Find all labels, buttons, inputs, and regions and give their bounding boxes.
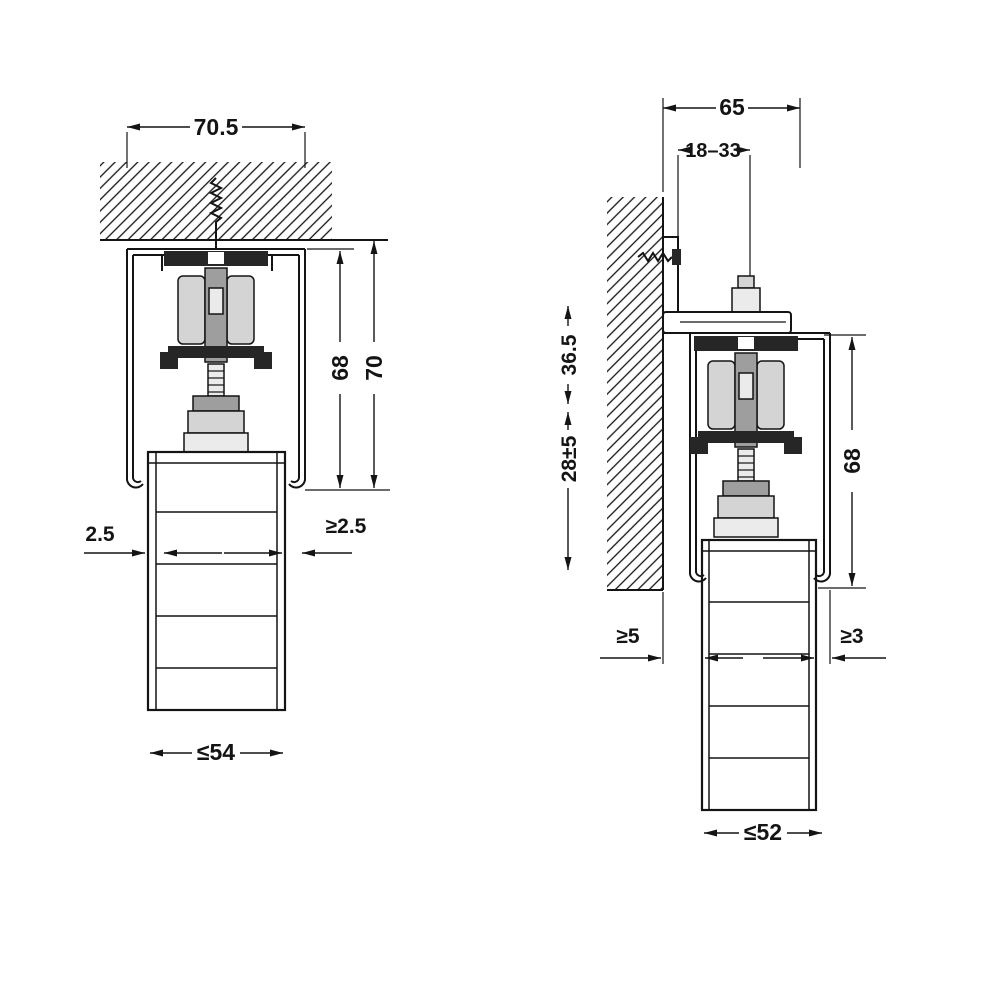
dim-label-track-height: 68	[839, 448, 865, 474]
carriage-top-slot	[738, 337, 754, 349]
ceiling-screw-icon	[208, 177, 224, 248]
carriage-top-slot	[208, 252, 224, 264]
hanger-bolt-assembly	[713, 448, 779, 538]
door-fixing-plate	[713, 517, 779, 538]
wall-screw	[637, 249, 681, 265]
dim-left-offsets: 36.5 28±5	[558, 306, 581, 570]
hanger-nut	[722, 480, 770, 497]
dim-label-door-thickness: ≤54	[197, 739, 235, 765]
roller-right	[756, 360, 785, 430]
dim-label-gap-right: ≥2.5	[326, 515, 367, 538]
hanger-nut	[192, 395, 240, 412]
wall-bracket	[662, 236, 792, 334]
roller-left	[177, 275, 206, 345]
carriage-bottom-left-lug	[690, 437, 708, 454]
track-left-hook-inner	[695, 568, 705, 578]
dim-door-thickness: ≤52	[704, 819, 822, 845]
right-view-wall-mount: 65 18–33 36.5 28±5 68 ≥5	[558, 94, 886, 845]
wall-screw-thread	[637, 251, 673, 263]
dim-side-gaps: 2.5 ≥2.5	[84, 515, 367, 557]
dim-label-gap-track: ≥3	[840, 625, 863, 648]
door-fixing-plate	[183, 432, 249, 453]
door-panel	[700, 538, 818, 812]
left-view-ceiling-mount: 70.5 68 70 2.5 ≥2.5 ≤54	[84, 114, 390, 765]
wall-screw-head	[672, 249, 681, 265]
dim-heights: 68 70	[305, 241, 390, 491]
dim-door-thickness: ≤54	[150, 739, 283, 765]
track-profile	[126, 248, 306, 489]
track-right-hook-outer	[288, 474, 306, 489]
wall-hatch	[607, 197, 664, 591]
dim-wall-to-bolt: 18–33	[677, 140, 751, 276]
door-outline	[146, 450, 287, 712]
dim-track-width: 70.5	[126, 114, 306, 168]
hanger-bolt-assembly	[183, 363, 249, 453]
dim-label-offset-lower: 28±5	[558, 435, 581, 482]
track-right-hook-inner	[815, 568, 825, 578]
track-right-hook-inner	[290, 474, 300, 484]
carriage-bottom-bracket	[698, 431, 794, 443]
dim-label-height-to-track: 68	[327, 355, 353, 381]
dim-label-overall-width: 65	[719, 94, 745, 120]
dim-label-height-overall: 70	[361, 355, 387, 381]
dim-label-gap-wall: ≥5	[616, 625, 640, 648]
dim-label-door-thickness: ≤52	[744, 819, 782, 845]
dim-label-offset-upper: 36.5	[558, 334, 581, 375]
roller-right	[226, 275, 255, 345]
bolt-nut	[731, 287, 761, 313]
dim-side-gaps: ≥5 ≥3	[600, 590, 886, 664]
dim-label-gap-left: 2.5	[85, 523, 115, 546]
carriage-bottom-bracket	[168, 346, 264, 358]
carriage-body-slot	[208, 287, 224, 315]
hanger-clamp	[187, 410, 245, 434]
ceiling-hatch	[100, 162, 388, 241]
carriage-bottom-right-lug	[784, 437, 802, 454]
track-left-hook-inner	[132, 474, 142, 484]
track-left-hook-outer	[126, 474, 144, 489]
track-left-hook-outer	[689, 568, 707, 583]
carriage-bottom-right-lug	[254, 352, 272, 369]
dim-label-wall-to-bolt: 18–33	[685, 140, 741, 162]
carriage-body-slot	[738, 372, 754, 400]
wall-hatch-area	[607, 197, 663, 590]
dim-overall-width: 65	[662, 94, 801, 192]
roller-carriage	[690, 336, 802, 454]
dim-track-height: 68	[818, 334, 866, 589]
carriage-bottom-left-lug	[160, 352, 178, 369]
hanger-bolt-shaft	[737, 448, 755, 482]
door-outline	[700, 538, 818, 812]
roller-left	[707, 360, 736, 430]
dim-label-track-width: 70.5	[194, 114, 239, 140]
roller-carriage	[160, 251, 272, 369]
hanger-clamp	[717, 495, 775, 519]
hanger-bolt-shaft	[207, 363, 225, 397]
door-panel	[146, 450, 287, 712]
bolt-head	[737, 275, 755, 289]
